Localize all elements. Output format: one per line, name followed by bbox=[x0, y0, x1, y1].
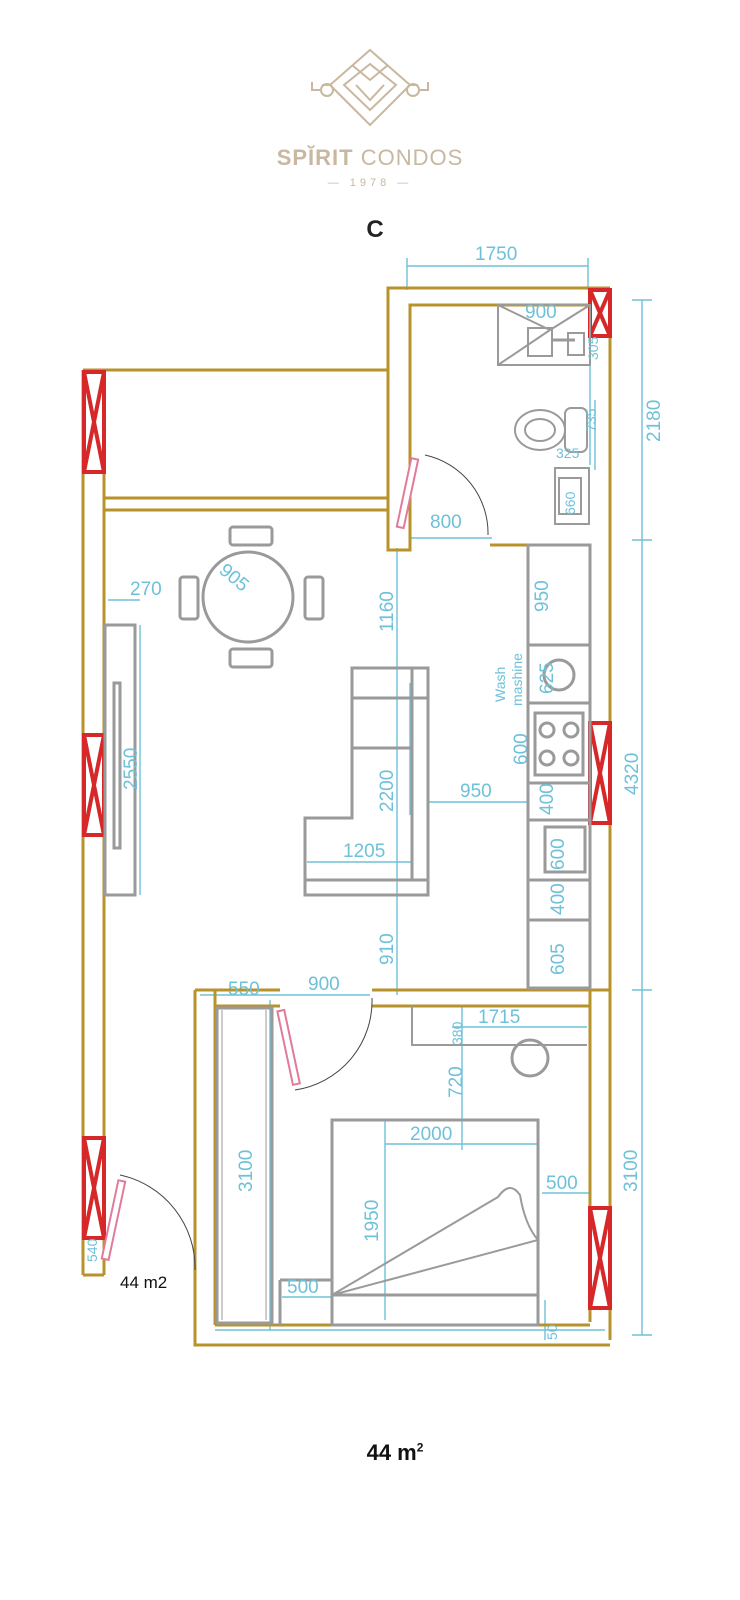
dim-605: 605 bbox=[548, 943, 569, 975]
kitchen-counter-icon bbox=[526, 543, 592, 990]
kitchen-sink-icon bbox=[543, 825, 587, 874]
shower-icon bbox=[497, 304, 591, 366]
dim-400-b: 400 bbox=[548, 883, 569, 915]
dimension-lines bbox=[108, 258, 652, 1340]
dim-1205: 1205 bbox=[343, 841, 385, 862]
bed-icon bbox=[278, 1118, 540, 1327]
door-entrance bbox=[100, 1174, 196, 1271]
dim-400-a: 400 bbox=[537, 783, 558, 815]
dim-1950: 1950 bbox=[362, 1200, 383, 1242]
dim-1750: 1750 bbox=[475, 244, 517, 265]
dim-3100-wardrobe: 3100 bbox=[236, 1150, 257, 1192]
plan-letter: C bbox=[366, 216, 384, 243]
wash-label-1: Wash bbox=[492, 667, 508, 702]
sofa-icon bbox=[303, 666, 430, 897]
brand-year: — 1978 — bbox=[327, 177, 413, 189]
washing-machine-icon bbox=[542, 658, 576, 692]
plan-area-label: 44 m2 bbox=[120, 1273, 167, 1292]
spirit-condos-emblem-icon bbox=[311, 48, 429, 127]
tv-unit-icon bbox=[103, 623, 137, 897]
dim-625: 625 bbox=[537, 662, 558, 694]
dim-905: 905 bbox=[215, 560, 253, 596]
dim-550: 550 bbox=[228, 979, 260, 1000]
dim-600-cooktop: 600 bbox=[511, 733, 532, 765]
dim-720: 720 bbox=[446, 1066, 467, 1098]
wash-label-2: mashine bbox=[509, 653, 525, 706]
dim-735: 735 bbox=[583, 408, 599, 432]
dim-900-shower: 900 bbox=[525, 302, 557, 323]
dim-4320: 4320 bbox=[622, 753, 643, 795]
wardrobe-icon bbox=[215, 1006, 274, 1325]
dim-2180: 2180 bbox=[644, 400, 665, 442]
dim-1160: 1160 bbox=[377, 591, 398, 632]
dim-3100-bedroom: 3100 bbox=[621, 1150, 642, 1192]
brand-name: SPĬRIT CONDOS bbox=[276, 145, 464, 170]
dim-500-right: 500 bbox=[546, 1173, 578, 1194]
dim-910: 910 bbox=[377, 933, 398, 965]
cooktop-icon bbox=[533, 711, 585, 777]
logo bbox=[0, 40, 740, 200]
dim-1715: 1715 bbox=[478, 1007, 520, 1028]
windows bbox=[82, 288, 612, 1310]
dim-600-sink: 600 bbox=[548, 838, 569, 870]
bathroom-sink-icon bbox=[554, 467, 590, 525]
dim-380: 380 bbox=[449, 1021, 465, 1045]
dim-950-kitchen: 950 bbox=[532, 580, 553, 612]
dim-2550: 2550 bbox=[121, 748, 142, 790]
door-bedroom bbox=[276, 997, 373, 1091]
dim-540: 540 bbox=[84, 1238, 100, 1262]
dining-table-icon bbox=[178, 525, 325, 669]
dim-660: 660 bbox=[562, 491, 578, 515]
dim-800: 800 bbox=[430, 512, 462, 533]
dim-2200: 2200 bbox=[377, 770, 398, 812]
dim-500-left: 500 bbox=[287, 1277, 319, 1298]
dim-2000: 2000 bbox=[410, 1124, 452, 1145]
furniture bbox=[103, 304, 592, 1327]
dim-950-sofa: 950 bbox=[460, 781, 492, 802]
dim-50: 50 bbox=[544, 1324, 560, 1340]
dim-325: 325 bbox=[556, 445, 580, 461]
toilet-icon bbox=[514, 407, 588, 453]
desk-icon bbox=[411, 1006, 587, 1078]
doors bbox=[100, 454, 489, 1271]
dim-270: 270 bbox=[130, 579, 162, 600]
dim-900-door: 900 bbox=[308, 974, 340, 995]
dim-305: 305 bbox=[585, 336, 601, 360]
area-title: 44 m2 bbox=[366, 1440, 424, 1465]
door-bathroom bbox=[395, 454, 489, 536]
